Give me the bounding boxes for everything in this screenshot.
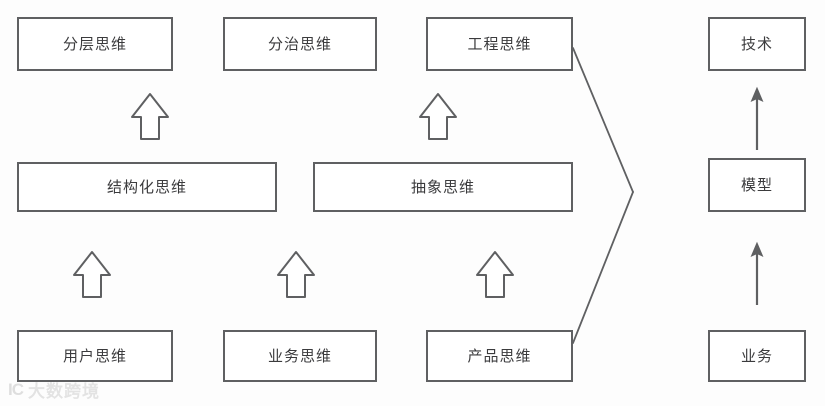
node-label: 抽象思维 xyxy=(410,178,475,196)
watermark-text: 大数跨境 xyxy=(28,382,100,401)
node-divide-conquer-thinking[interactable]: 分治思维 xyxy=(223,17,377,71)
node-label: 业务思维 xyxy=(267,347,332,365)
node-structured-thinking[interactable]: 结构化思维 xyxy=(17,162,277,212)
node-user-thinking[interactable]: 用户思维 xyxy=(17,330,173,382)
watermark: IC 大数跨境 xyxy=(8,377,100,402)
node-label: 用户思维 xyxy=(62,347,127,365)
node-product-thinking[interactable]: 产品思维 xyxy=(426,330,573,382)
node-business-thinking[interactable]: 业务思维 xyxy=(223,330,377,382)
block-arrow-up-icon xyxy=(419,93,457,140)
block-arrow-up-icon xyxy=(73,251,111,298)
node-abstract-thinking[interactable]: 抽象思维 xyxy=(313,162,573,212)
node-label: 结构化思维 xyxy=(106,178,187,196)
line-arrow-up-icon xyxy=(750,241,764,305)
converge-bracket-icon xyxy=(572,47,634,344)
node-label: 分层思维 xyxy=(62,35,127,53)
node-label: 工程思维 xyxy=(467,35,532,53)
block-arrow-up-icon xyxy=(131,93,169,140)
line-arrow-up-icon xyxy=(750,86,764,150)
node-label: 技术 xyxy=(740,35,773,53)
node-label: 模型 xyxy=(740,176,773,194)
node-label: 分治思维 xyxy=(267,35,332,53)
node-technology[interactable]: 技术 xyxy=(708,17,806,71)
node-label: 产品思维 xyxy=(467,347,532,365)
watermark-logo-icon: IC xyxy=(8,379,24,399)
node-business[interactable]: 业务 xyxy=(708,330,806,382)
node-layered-thinking[interactable]: 分层思维 xyxy=(17,17,173,71)
block-arrow-up-icon xyxy=(476,251,514,298)
node-model[interactable]: 模型 xyxy=(708,158,806,212)
block-arrow-up-icon xyxy=(277,251,315,298)
node-engineering-thinking[interactable]: 工程思维 xyxy=(426,17,573,71)
node-label: 业务 xyxy=(740,347,773,365)
